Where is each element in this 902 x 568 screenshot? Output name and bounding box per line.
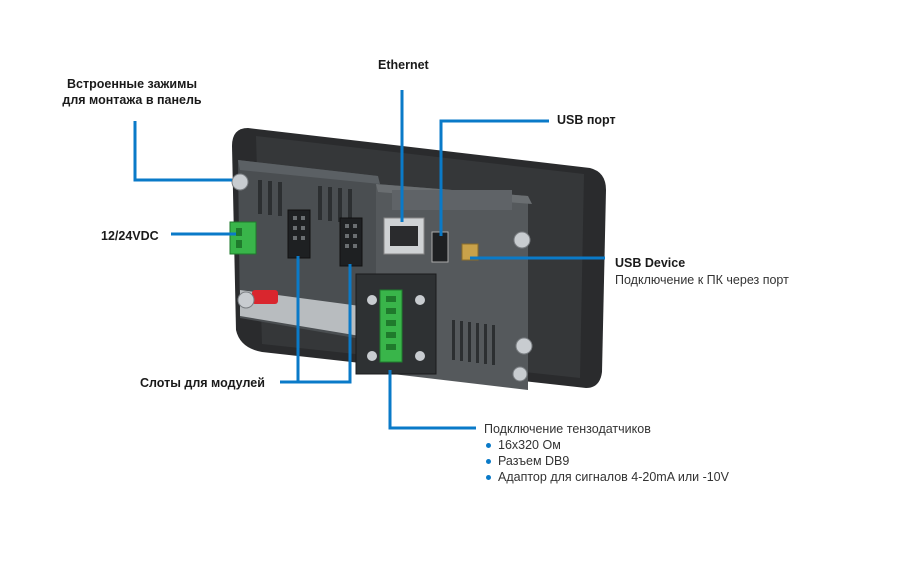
usb-device-port bbox=[461, 243, 479, 261]
load-cells-item: Разъем DB9 bbox=[484, 453, 729, 469]
usb-device-desc: Подключение к ПК через порт bbox=[615, 273, 789, 287]
load-cells-item: 16x320 Ом bbox=[484, 437, 729, 453]
load-cells-title: Подключение тензодатчиков bbox=[484, 422, 651, 436]
power-terminal bbox=[229, 221, 257, 255]
usb-device-title: USB Device bbox=[615, 256, 686, 270]
module-slots-label: Слоты для модулей bbox=[140, 376, 265, 390]
usb-port-label: USB порт bbox=[557, 113, 616, 127]
module-slot-2 bbox=[339, 217, 363, 267]
load-cell-module bbox=[355, 273, 437, 375]
clamps-label: Встроенные зажимы для монтажа в панель bbox=[52, 76, 212, 108]
left-housing bbox=[238, 160, 380, 342]
load-cells-list: 16x320 Ом Разъем DB9 Адаптор для сигнало… bbox=[484, 437, 729, 485]
leader-lines bbox=[133, 90, 605, 430]
module-slot-1 bbox=[287, 209, 311, 259]
power-label: 12/24VDC bbox=[101, 229, 159, 243]
mounting-clamps bbox=[231, 173, 533, 382]
load-cells-item: Адаптор для сигналов 4-20mA или -10V bbox=[484, 469, 729, 485]
usb-port bbox=[431, 231, 449, 263]
ethernet-label: Ethernet bbox=[378, 58, 429, 72]
clamps-label-line-1: Встроенные зажимы bbox=[67, 77, 197, 91]
clamps-label-line-2: для монтажа в панель bbox=[62, 93, 202, 107]
